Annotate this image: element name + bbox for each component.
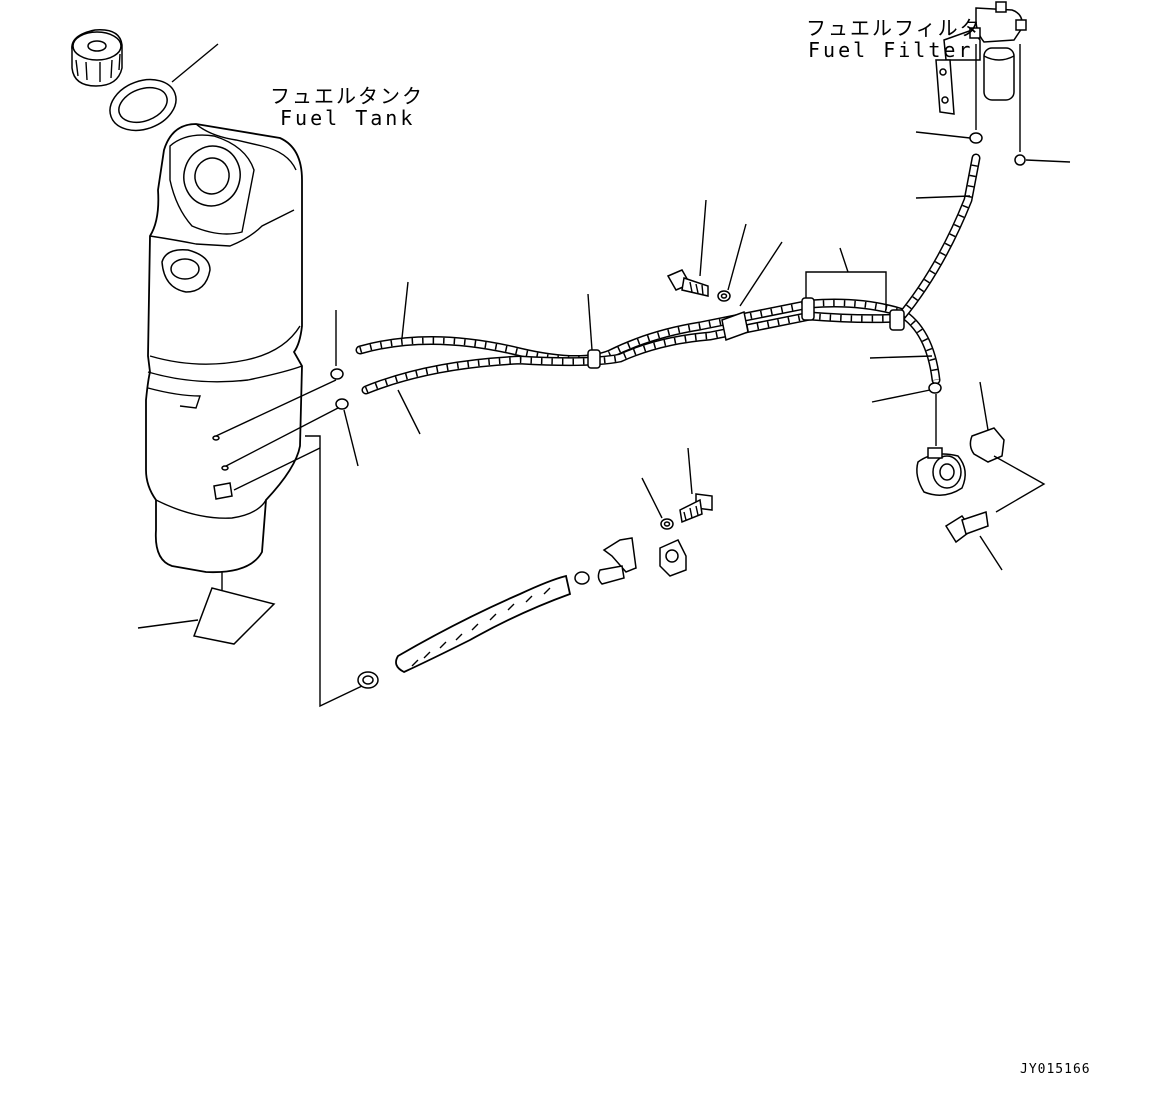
washer-lower — [641, 477, 674, 530]
drain-hose — [395, 574, 572, 673]
fuel-filter — [935, 1, 1027, 152]
strainer-bracket — [969, 381, 1005, 463]
figure-id: JY015166 — [1020, 1062, 1091, 1077]
bolt-lower — [679, 447, 713, 524]
hose-bracket — [721, 310, 749, 342]
drain-valve — [602, 537, 687, 577]
bolt-upper — [666, 269, 709, 297]
hose-clamp-small — [574, 571, 590, 585]
hose-clamp-end — [357, 671, 379, 689]
filter-clamp-right — [1014, 154, 1071, 166]
fuel-filter-label-jp: フュエルフィルタ — [806, 16, 982, 40]
tank-clamp-lower — [335, 398, 359, 467]
hose-clip-mid — [587, 349, 601, 369]
fuel-cap — [71, 29, 123, 87]
fuel-strainer — [916, 447, 966, 496]
gasket-ring — [109, 43, 219, 132]
fuel-tank-label-jp: フュエルタンク — [270, 84, 424, 108]
tank-pad — [137, 572, 276, 645]
hose-clip-right — [801, 297, 905, 331]
nipple-fitting — [597, 565, 625, 585]
strainer-bolt — [944, 511, 1003, 571]
fuel-tank-label-en: Fuel Tank — [280, 106, 416, 130]
strainer-clamp — [871, 382, 942, 446]
washer-upper — [717, 290, 731, 302]
fuel-filter-label-en: Fuel Filter — [808, 38, 974, 62]
tank-clamp-upper — [330, 310, 344, 380]
filter-clamp — [915, 131, 983, 144]
fuel-tank — [145, 123, 339, 574]
